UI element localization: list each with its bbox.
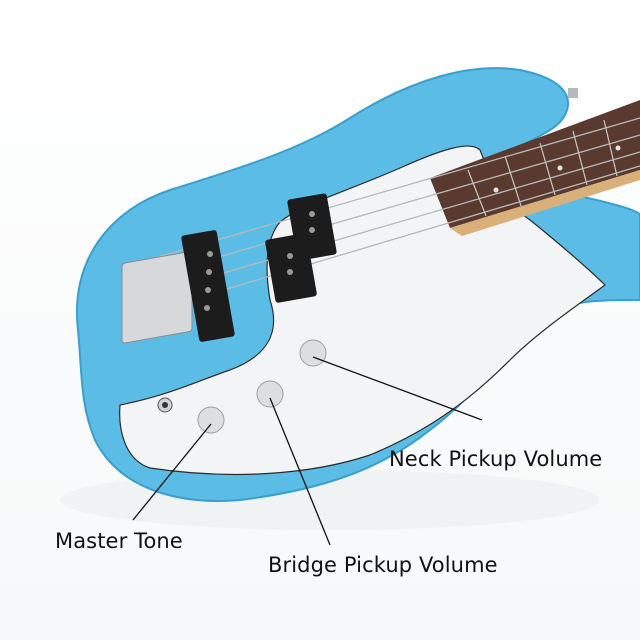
bridge-pickup	[181, 230, 235, 342]
bridge	[121, 251, 193, 344]
label-neck-pickup-volume: Neck Pickup Volume	[389, 447, 603, 471]
label-master-tone: Master Tone	[55, 529, 183, 553]
fretboard	[430, 100, 640, 228]
neck-pickup-lower	[265, 233, 317, 303]
callout-lines	[132, 356, 483, 546]
label-bridge-pickup-volume: Bridge Pickup Volume	[268, 553, 498, 577]
